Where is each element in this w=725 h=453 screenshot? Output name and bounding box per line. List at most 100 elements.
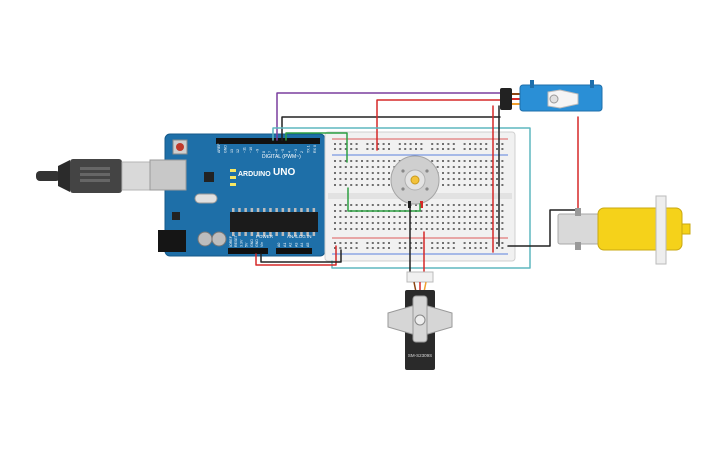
breadboard-hole [458, 216, 461, 218]
dc-motor-shaft [410, 175, 420, 185]
breadboard-hole [350, 242, 353, 244]
dc-motor[interactable] [390, 155, 440, 208]
breadboard-hole [355, 204, 358, 206]
breadboard-hole [442, 210, 444, 212]
breadboard-hole [371, 204, 374, 206]
usb-cable [36, 159, 151, 193]
breadboard-hole [398, 247, 401, 249]
breadboard-hole [409, 148, 412, 150]
breadboard-hole [366, 242, 369, 244]
breadboard-hole [355, 216, 358, 218]
breadboard-hole [458, 172, 461, 174]
breadboard-hole [344, 172, 347, 174]
breadboard-hole [382, 228, 385, 230]
breadboard-hole [474, 228, 477, 230]
digital-label: DIGITAL (PWM~) [262, 154, 301, 160]
breadboard-hole [404, 204, 407, 206]
pin-label: A3 [294, 243, 298, 247]
chip-pin [287, 232, 291, 236]
breadboard-hole [388, 172, 390, 174]
breadboard-hole [366, 160, 369, 162]
breadboard-hole [388, 178, 390, 180]
breadboard-hole [474, 160, 477, 162]
breadboard-hole [420, 242, 423, 244]
chip-pin [287, 208, 291, 212]
breadboard-hole [479, 222, 482, 224]
breadboard-hole [447, 242, 450, 244]
breadboard-hole [366, 178, 369, 180]
breadboard-hole [485, 210, 488, 212]
breadboard-hole [420, 216, 423, 218]
pin-label: A1 [283, 243, 287, 247]
breadboard-hole [490, 178, 493, 180]
chip-pin [281, 232, 285, 236]
crystal-oscillator [194, 193, 218, 204]
dc-motor-lead-pos [420, 201, 423, 208]
breadboard-hole [463, 210, 466, 212]
breadboard-hole [469, 222, 471, 224]
breadboard-hole [452, 143, 455, 145]
breadboard-hole [458, 204, 461, 206]
breadboard-hole [501, 216, 504, 218]
breadboard-hole [458, 210, 461, 212]
breadboard-hole [350, 222, 353, 224]
breadboard-hole [366, 204, 369, 206]
breadboard-hole [496, 222, 498, 224]
breadboard-hole [377, 148, 380, 150]
breadboard-hole [447, 148, 450, 150]
chip-pin [269, 232, 272, 236]
breadboard-hole [442, 160, 444, 162]
breadboard-hole [334, 247, 336, 249]
breadboard-hole [501, 210, 504, 212]
breadboard-hole [431, 204, 434, 206]
breadboard-hole [382, 148, 385, 150]
breadboard-hole [436, 216, 439, 218]
breadboard-hole [447, 210, 450, 212]
breadboard-hole [442, 143, 444, 145]
breadboard-hole [398, 242, 401, 244]
arduino-uno-board[interactable]: DIGITAL (PWM~) ARDUINO UNO POWER ANALOG … [149, 133, 326, 257]
breadboard-hole [479, 228, 482, 230]
breadboard-hole [479, 184, 482, 186]
chip-pin [294, 208, 297, 212]
chip-pin [244, 232, 247, 236]
breadboard-hole [339, 178, 342, 180]
pin-label: 5V [245, 242, 249, 247]
breadboard-hole [404, 222, 407, 224]
breadboard-hole [409, 143, 412, 145]
breadboard-hole [334, 172, 336, 174]
wires [255, 92, 579, 273]
breadboard-hole [485, 160, 488, 162]
breadboard-hole [344, 148, 347, 150]
breadboard-hole [350, 247, 353, 249]
breadboard-hole [442, 204, 444, 206]
breadboard-hole [339, 216, 342, 218]
breadboard-hole [415, 143, 417, 145]
breadboard-hole [355, 160, 358, 162]
breadboard-hole [355, 172, 358, 174]
breadboard-hole [361, 184, 363, 186]
breadboard-hole [436, 166, 439, 168]
led-rx [230, 183, 236, 186]
breadboard-hole [398, 148, 401, 150]
breadboard-hole [371, 160, 374, 162]
breadboard-hole [436, 160, 439, 162]
breadboard-hole [344, 184, 347, 186]
breadboard-hole [339, 242, 342, 244]
breadboard-hole [452, 247, 455, 249]
breadboard-hole [496, 160, 498, 162]
breadboard-hole [436, 210, 439, 212]
chip-pin [306, 232, 309, 236]
servo-top[interactable] [500, 80, 603, 112]
servo-bottom-connector [406, 271, 434, 283]
gearmotor[interactable] [557, 195, 691, 265]
breadboard-hole [474, 172, 477, 174]
breadboard-hole [463, 178, 466, 180]
breadboard-hole [398, 216, 401, 218]
breadboard-hole [436, 204, 439, 206]
servo-bottom[interactable]: SM-S2309S [387, 271, 453, 370]
breadboard-hole [447, 143, 450, 145]
breadboard-hole [334, 166, 336, 168]
usb-plug-metal [121, 161, 151, 191]
pin-label: RESET [234, 234, 238, 247]
